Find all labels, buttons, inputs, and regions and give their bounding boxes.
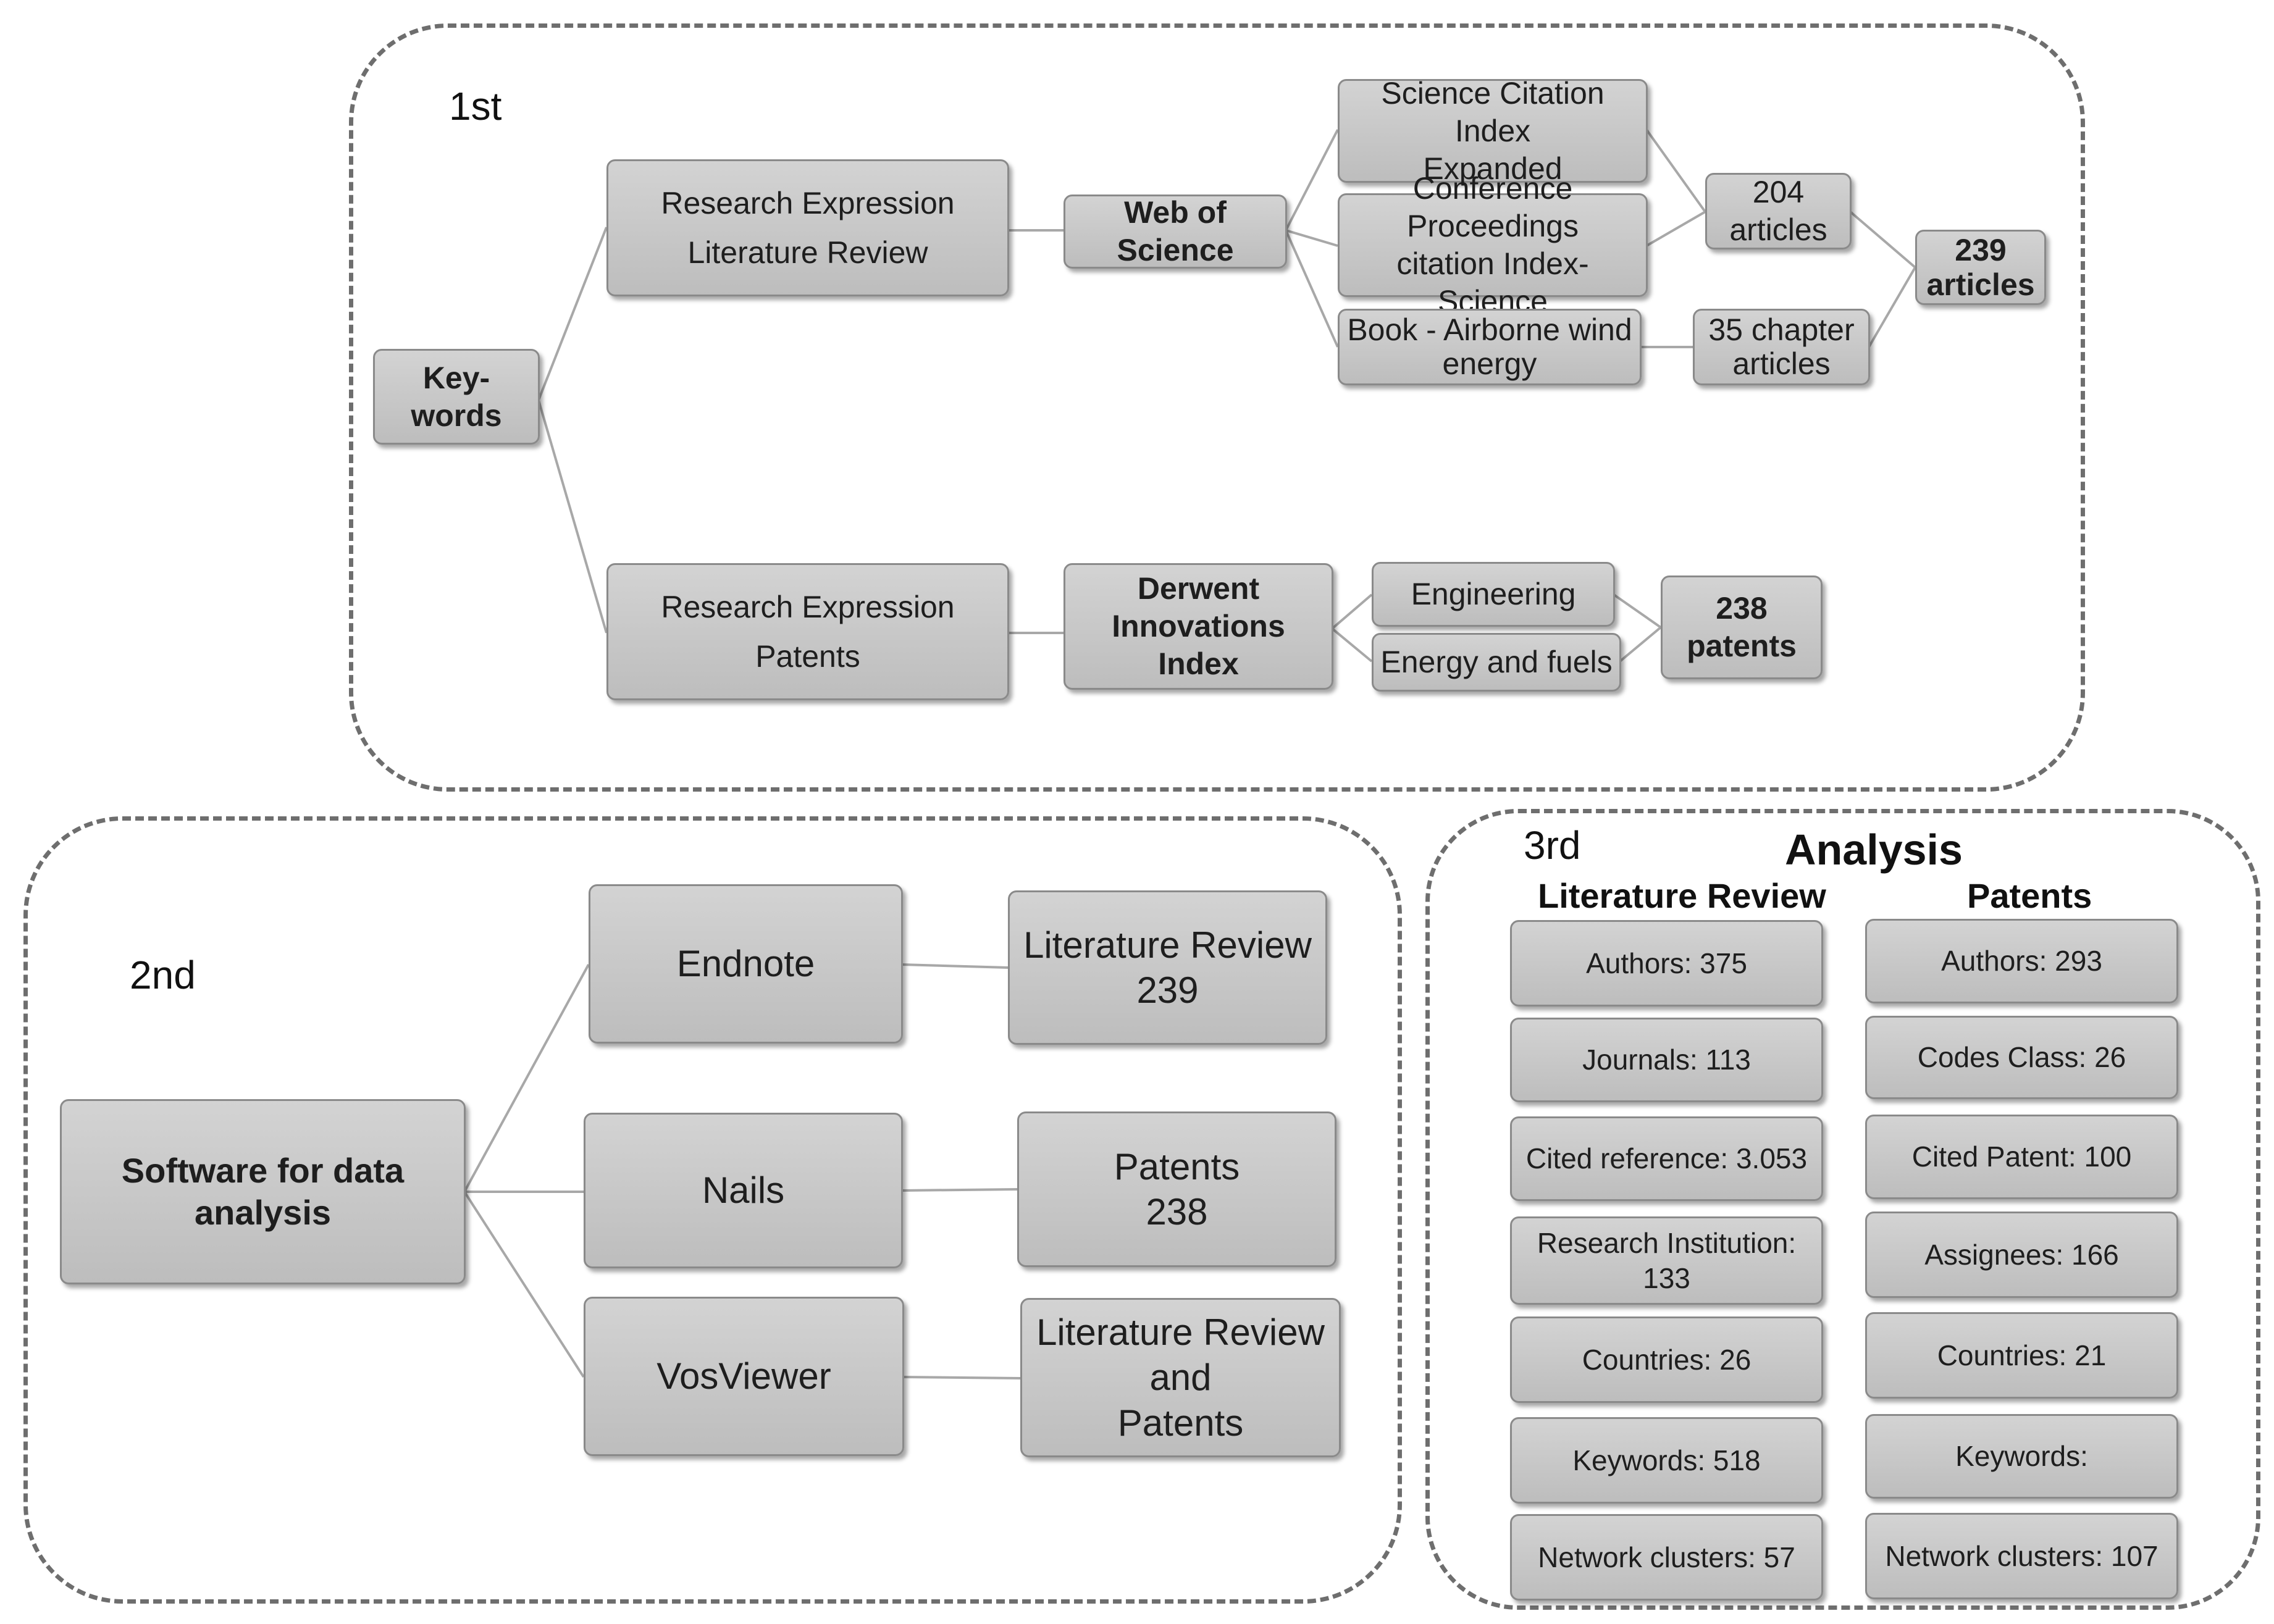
keywords-label: Key-words	[411, 360, 502, 433]
endnote-box: Endnote	[589, 884, 903, 1044]
pat-metric-label: Network clusters: 107	[1885, 1539, 2159, 1572]
pat-metric-box: Keywords:	[1865, 1414, 2178, 1499]
stage2-panel	[23, 816, 1402, 1604]
patents-238-box: 238 patents	[1661, 576, 1823, 679]
patents-line1: Patents	[1114, 1145, 1240, 1187]
pat-metric-label: Codes Class: 26	[1917, 1041, 2126, 1074]
web-of-science-label: Web of Science	[1117, 195, 1234, 267]
articles-239-line1: 239	[1955, 233, 2007, 267]
stage1-panel	[349, 23, 2085, 792]
lit-metric-box: Keywords: 518	[1510, 1417, 1823, 1504]
pat-metric-box: Authors: 293	[1865, 919, 2178, 1003]
both-line1: Literature Review and	[1036, 1312, 1325, 1399]
pat-metric-label: Assignees: 166	[1924, 1238, 2119, 1271]
lit-metric-label: Network clusters: 57	[1538, 1541, 1795, 1573]
research-lit-line2: Literature Review	[687, 235, 928, 270]
lit-metric-box: Cited reference: 3.053	[1510, 1116, 1823, 1201]
lit-metric-box: Research Institution: 133	[1510, 1216, 1823, 1305]
lit-metric-box: Authors: 375	[1510, 920, 1823, 1007]
pat-metric-box: Codes Class: 26	[1865, 1016, 2178, 1099]
stage2-label: 2nd	[130, 953, 196, 997]
articles-204-label: 204 articles	[1729, 175, 1827, 247]
pat-metric-label: Countries: 21	[1937, 1339, 2107, 1371]
patents-column-header: Patents	[1967, 876, 2092, 915]
engineering-label: Engineering	[1411, 577, 1576, 611]
derwent-line1: Derwent Innovations	[1112, 571, 1285, 643]
nails-box: Nails	[584, 1113, 903, 1268]
articles-239-line2: articles	[1926, 267, 2035, 302]
articles-204-box: 204 articles	[1705, 173, 1852, 249]
energy-fuels-label: Energy and fuels	[1380, 645, 1613, 679]
cpci-line1: Conference Proceedings	[1407, 171, 1579, 243]
research-pat-line1: Research Expression	[661, 590, 955, 624]
sci-line1: Science Citation Index	[1381, 75, 1605, 148]
pat-metric-box: Assignees: 166	[1865, 1212, 2178, 1298]
chapter-line1: 35 chapter	[1708, 312, 1855, 347]
lit-metric-box: Journals: 113	[1510, 1018, 1823, 1102]
chapter-line2: articles	[1732, 346, 1831, 381]
both-line2: Patents	[1117, 1402, 1244, 1444]
software-label: Software for data analysis	[121, 1150, 405, 1232]
pat-metric-label: Keywords:	[1955, 1440, 2088, 1473]
nails-label: Nails	[702, 1170, 785, 1212]
vosviewer-box: VosViewer	[584, 1297, 904, 1456]
pat-metric-box: Countries: 21	[1865, 1312, 2178, 1399]
keywords-box: Key-words	[373, 349, 540, 445]
stage1-label: 1st	[449, 84, 502, 128]
software-box: Software for data analysis	[60, 1099, 466, 1284]
derwent-line2: Index	[1158, 647, 1239, 681]
analysis-title: Analysis	[1785, 826, 1963, 874]
energy-fuels-box: Energy and fuels	[1372, 633, 1621, 692]
vosviewer-label: VosViewer	[657, 1355, 831, 1397]
pat-metric-label: Authors: 293	[1941, 945, 2102, 977]
lit-metric-label: Research Institution: 133	[1537, 1227, 1797, 1294]
lit-metric-box: Countries: 26	[1510, 1316, 1823, 1403]
lit-metric-label: Journals: 113	[1582, 1044, 1751, 1076]
web-of-science-box: Web of Science	[1064, 195, 1287, 269]
stage3-label: 3rd	[1524, 823, 1581, 868]
lit-review-line2: 239	[1136, 969, 1199, 1011]
endnote-label: Endnote	[676, 943, 815, 985]
lit-metric-box: Network clusters: 57	[1510, 1514, 1823, 1601]
pat-metric-label: Cited Patent: 100	[1911, 1141, 2132, 1173]
book-line1: Book - Airborne wind	[1347, 312, 1632, 347]
lit-metric-label: Authors: 375	[1586, 947, 1747, 979]
lit-metric-label: Countries: 26	[1582, 1343, 1752, 1376]
lit-metric-label: Keywords: 518	[1572, 1444, 1761, 1476]
research-lit-line1: Research Expression	[661, 186, 955, 220]
lit-metric-label: Cited reference: 3.053	[1525, 1142, 1808, 1175]
engineering-box: Engineering	[1372, 562, 1615, 627]
lit-review-line1: Literature Review	[1023, 924, 1312, 966]
sci-line2: Expanded	[1423, 151, 1563, 186]
research-pat-line2: Patents	[755, 639, 860, 674]
patents-line2: 238	[1146, 1191, 1208, 1233]
book-line2: energy	[1442, 346, 1537, 381]
pat-metric-box: Network clusters: 107	[1865, 1513, 2178, 1599]
patents-238-label: 238 patents	[1687, 591, 1797, 663]
pat-metric-box: Cited Patent: 100	[1865, 1115, 2178, 1199]
stage3-panel	[1425, 809, 2260, 1610]
literature-review-column-header: Literature Review	[1538, 876, 1826, 915]
